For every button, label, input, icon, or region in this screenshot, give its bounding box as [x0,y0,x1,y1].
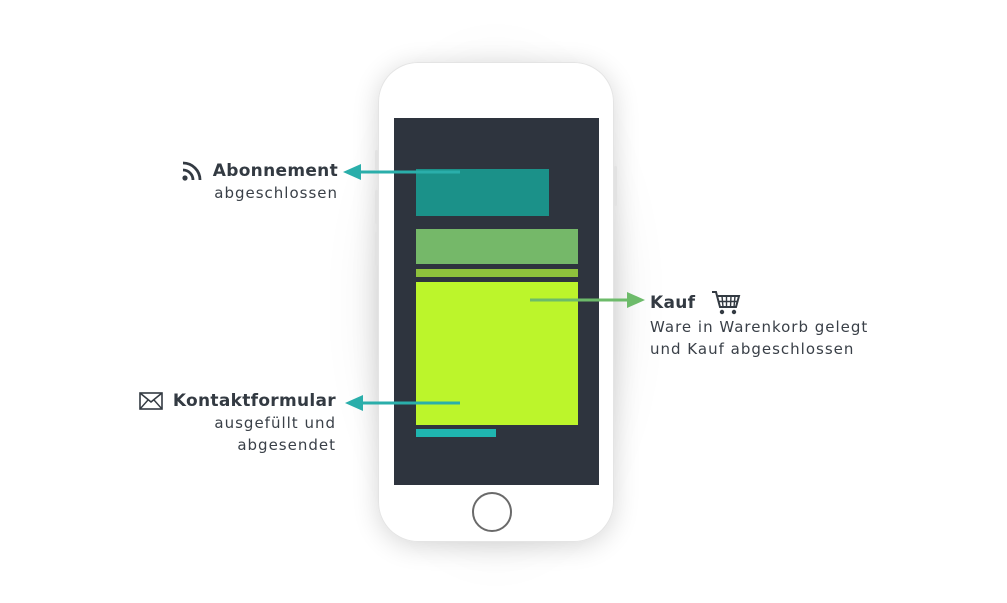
product-bar [416,229,578,264]
mute-switch [375,150,378,170]
divider-strip [416,269,578,277]
contact-title: Kontaktformular [172,391,336,411]
purchase-subtitle-line2: und Kauf abgeschlossen [650,340,855,358]
subscription-title: Abonnement [212,161,338,181]
subscription-block [416,169,549,216]
purchase-subtitle-line1: Ware in Warenkorb gelegt [650,318,869,336]
home-button [472,492,512,532]
subscription-subtitle: abgeschlossen [214,184,338,202]
smartphone [375,62,617,542]
volume-down-button [375,232,378,266]
volume-up-button [375,190,378,224]
contact-subtitle-line2: abgesendet [237,436,336,454]
phone-screen [394,118,599,485]
contact-subtitle-line1: ausgefüllt und [214,414,336,432]
content-panel [416,282,578,425]
footer-bar [416,429,496,437]
purchase-label: Kauf Ware in Warenkorb gelegt und Kauf a… [650,290,868,360]
power-button [614,166,617,206]
subscription-label: Abonnement abgeschlossen [181,160,338,204]
shopping-cart-icon [711,290,741,316]
purchase-title: Kauf [650,293,696,313]
contact-label: Kontaktformular ausgefüllt und abgesende… [139,390,336,456]
rss-icon [181,160,203,182]
envelope-icon [139,392,163,410]
